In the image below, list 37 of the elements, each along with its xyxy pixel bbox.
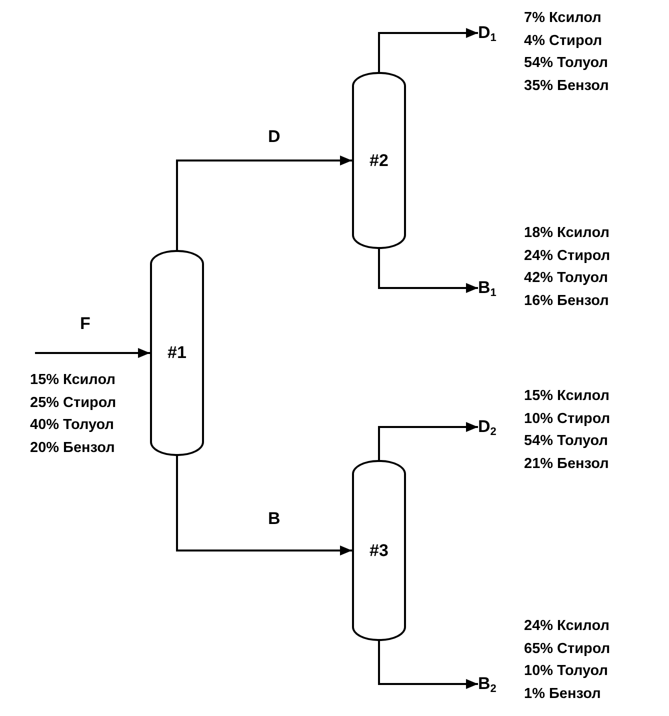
distillation-column <box>352 460 406 641</box>
composition-text: 25% Стирол <box>30 394 116 412</box>
node-text: #2 <box>370 150 388 170</box>
composition-text: 24% Ксилол <box>524 617 610 636</box>
flow-arrow <box>378 641 478 689</box>
node-text: B$_{1}$ <box>478 278 496 298</box>
composition-text: 1% Бензол <box>524 684 601 704</box>
node-text: #3 <box>370 540 388 560</box>
composition-text: 15% Ксилол <box>524 387 610 406</box>
flow-arrow <box>378 422 478 460</box>
composition-text: 35% Бензол <box>524 76 609 96</box>
node-text: D$_{1}$ <box>478 22 496 44</box>
composition-text: 15% Ксилол <box>30 371 116 390</box>
composition-text: 24% Стирол <box>524 246 610 266</box>
node-text: #1 <box>168 343 186 363</box>
flow-arrow <box>378 28 478 72</box>
composition-text: 54% Толуол <box>524 54 608 73</box>
composition-text: 4% Стирол <box>524 32 602 50</box>
flow-arrow <box>35 348 150 358</box>
composition-text: 16% Бензол <box>524 292 609 310</box>
composition-text: 18% Ксилол <box>524 224 610 243</box>
distillation-column <box>150 250 204 456</box>
distillation-column <box>352 72 406 249</box>
composition-text: 20% Бензол <box>30 438 115 458</box>
composition-text: 10% Толуол <box>524 662 608 681</box>
composition-text: 7% Ксилол <box>524 9 602 28</box>
composition-text: 21% Бензол <box>524 454 609 474</box>
composition-text: 10% Стирол <box>524 410 610 428</box>
composition-text: 42% Толуол <box>524 269 608 288</box>
node-text: D$_{2}$ <box>478 416 496 438</box>
composition-text: 40% Толуол <box>30 416 114 435</box>
node-text: B$_{2}$ <box>478 674 496 694</box>
composition-text: 65% Стирол <box>524 640 610 658</box>
composition-text: 54% Толуол <box>524 432 608 451</box>
flow-arrow <box>378 249 478 293</box>
flow-arrow <box>176 456 352 556</box>
flow-arrow <box>176 156 352 250</box>
